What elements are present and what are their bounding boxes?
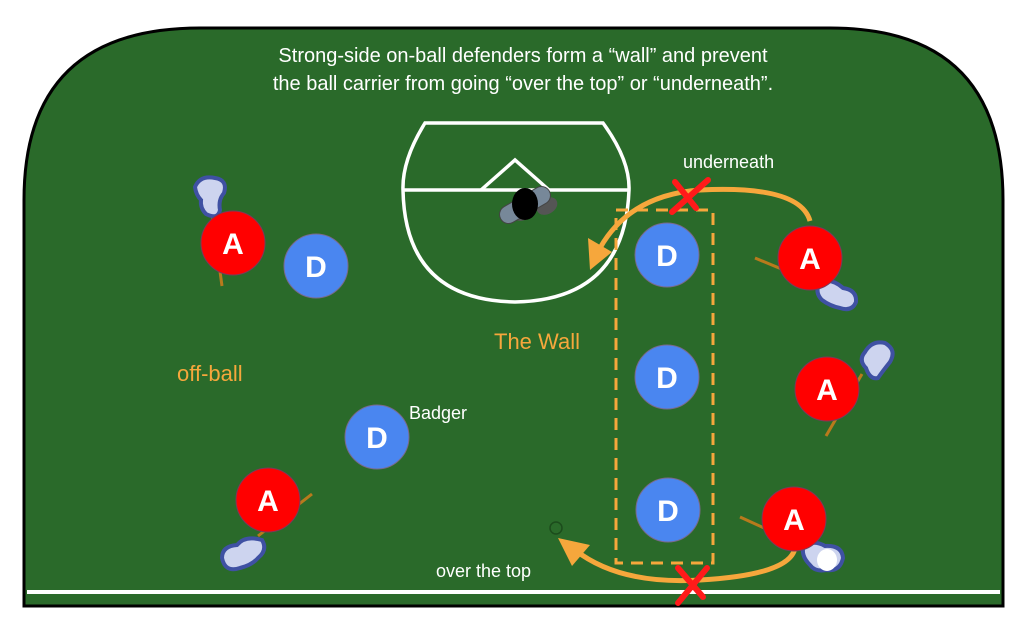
- caption-line-2: the ball carrier from going “over the to…: [273, 73, 773, 95]
- attacker-letter: A: [222, 228, 244, 261]
- attacker-top-right[interactable]: A: [777, 225, 843, 291]
- attacker-letter: A: [816, 374, 838, 407]
- goalie-icon: [499, 185, 558, 224]
- caption-line-1: Strong-side on-ball defenders form a “wa…: [278, 45, 768, 67]
- blocked-x-over-the-top: [675, 565, 710, 606]
- defender-wall-mid[interactable]: D: [634, 344, 700, 410]
- lacrosse-stick-icon: [739, 515, 846, 573]
- crease: [401, 121, 631, 304]
- defender-wall-top[interactable]: D: [634, 222, 700, 288]
- attacker-letter: A: [783, 504, 805, 537]
- defender-letter: D: [305, 251, 327, 284]
- badger-label: Badger: [409, 403, 467, 423]
- underneath-label: underneath: [683, 152, 774, 172]
- off-ball-label: off-ball: [177, 361, 243, 386]
- wall-box: [614, 208, 715, 565]
- target-marker: [549, 521, 563, 535]
- over-the-top-label: over the top: [436, 561, 531, 581]
- the-wall-label: The Wall: [494, 329, 580, 354]
- defender-letter: D: [656, 240, 678, 273]
- defender-off-ball[interactable]: D: [283, 233, 349, 299]
- defender-letter: D: [656, 362, 678, 395]
- defender-letter: D: [657, 495, 679, 528]
- attacker-top-left[interactable]: A: [200, 210, 266, 276]
- attacker-mid-right[interactable]: A: [794, 356, 860, 422]
- defender-letter: D: [366, 422, 388, 455]
- attacker-bottom-left[interactable]: A: [235, 467, 301, 533]
- blocked-x-underneath: [669, 177, 711, 215]
- field: [22, 26, 1005, 608]
- attacker-ball-carrier[interactable]: A: [761, 486, 827, 552]
- attacker-letter: A: [799, 243, 821, 276]
- defender-wall-bottom[interactable]: D: [635, 477, 701, 543]
- defender-badger[interactable]: D: [344, 404, 410, 470]
- attacker-letter: A: [257, 485, 279, 518]
